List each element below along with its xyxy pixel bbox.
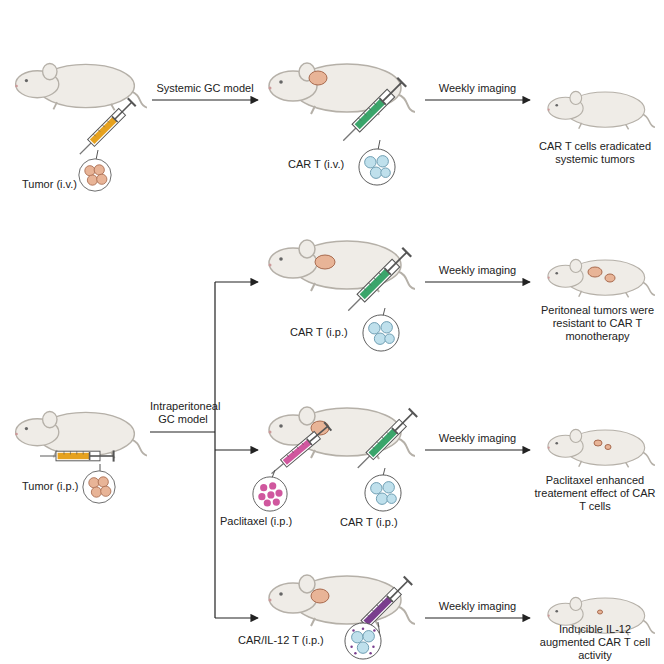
text-label: CAR T (i.p.)	[290, 326, 360, 339]
text-label: Tumor (i.p.)	[22, 480, 82, 493]
text-label: CAR T cells eradicated systemic tumors	[530, 140, 660, 166]
text-label: Weekly imaging	[425, 82, 530, 95]
text-label: Intraperitoneal GC model	[150, 400, 216, 426]
text-label: CAR/IL-12 T (i.p.)	[238, 634, 343, 647]
text-label: Systemic GC model	[150, 82, 260, 95]
text-label: Inducible IL-12 augmented CAR T cell act…	[530, 623, 660, 662]
text-label: Paclitaxel (i.p.)	[220, 515, 315, 528]
text-label: Tumor (i.v.)	[22, 178, 82, 191]
text-label: CAR T (i.v.)	[288, 158, 356, 171]
text-label: Weekly imaging	[425, 432, 530, 445]
text-label: Paclitaxel enhanced treatement effect of…	[530, 474, 660, 513]
text-label: Weekly imaging	[425, 264, 530, 277]
text-label: Peritoneal tumors were resistant to CAR …	[535, 304, 660, 343]
text-label: CAR T (i.p.)	[340, 516, 420, 529]
text-label: Weekly imaging	[425, 600, 530, 613]
